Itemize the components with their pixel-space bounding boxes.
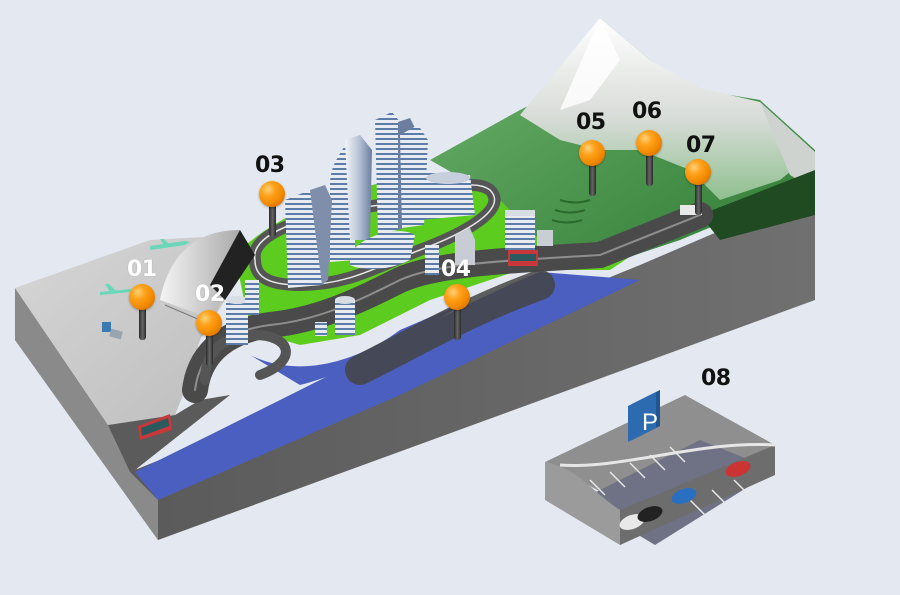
downtown-skyscrapers — [226, 112, 553, 345]
parking-sign-letter: P — [642, 409, 658, 436]
pin-stem — [646, 150, 653, 186]
marker-pin-01[interactable] — [129, 284, 155, 344]
pin-stem — [454, 304, 461, 340]
car-icon — [637, 506, 663, 522]
airplane-icon — [100, 284, 135, 295]
marker-label-04: 04 — [441, 257, 471, 282]
parking-sign-icon: P — [628, 390, 660, 442]
bus-icon — [508, 250, 538, 266]
tunnel-entrance — [680, 205, 702, 215]
mountain — [430, 18, 815, 260]
pin-ball-icon — [636, 130, 662, 156]
river — [135, 272, 640, 500]
marker-label-08[interactable]: 08 — [701, 366, 731, 391]
pin-ball-icon — [129, 284, 155, 310]
pin-ball-icon — [579, 140, 605, 166]
marker-label-06: 06 — [632, 99, 662, 124]
marker-label-03: 03 — [255, 153, 285, 178]
marker-label-07: 07 — [686, 133, 716, 158]
pin-ball-icon — [685, 159, 711, 185]
marker-pin-07[interactable] — [685, 159, 711, 219]
airport-terminal — [160, 230, 255, 321]
car-icon — [725, 461, 751, 477]
marker-pin-02[interactable] — [196, 310, 222, 370]
pin-ball-icon — [196, 310, 222, 336]
marker-pin-06[interactable] — [636, 130, 662, 190]
car-icon — [671, 488, 697, 504]
airplane-icon — [150, 239, 190, 250]
marker-pin-04[interactable] — [444, 284, 470, 344]
pin-stem — [139, 304, 146, 340]
marker-label-05: 05 — [576, 110, 606, 135]
marker-label-01: 01 — [127, 257, 157, 282]
pin-stem — [269, 201, 276, 237]
airport-vehicle-icon — [102, 322, 123, 340]
marker-pin-05[interactable] — [579, 140, 605, 200]
pin-ball-icon — [444, 284, 470, 310]
underground-parking — [545, 395, 776, 545]
pin-stem — [589, 160, 596, 196]
pin-ball-icon — [259, 181, 285, 207]
pin-stem — [206, 330, 213, 366]
bus-icon — [138, 414, 172, 440]
pin-stem — [695, 179, 702, 215]
marker-pin-03[interactable] — [259, 181, 285, 241]
marker-label-02: 02 — [195, 282, 225, 307]
